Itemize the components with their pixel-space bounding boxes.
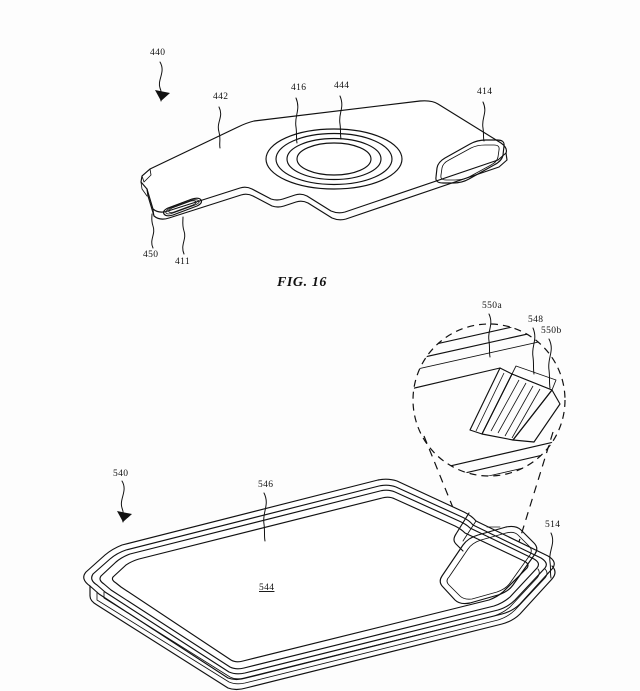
detail-callout-leader-left [423,435,467,541]
fig16-plate-top-face [140,100,508,214]
fig16-coil-ring-core [296,142,372,176]
detail-leader-550b [548,338,552,389]
detail-gap-left-wall [469,367,513,435]
fig17-rim-outer-top [83,478,555,681]
fig17-rim-bottom-edge1 [89,565,556,691]
fig16-plate-inner-lip [152,208,155,217]
fig17-recess-rim-connector2 [462,520,477,542]
fig16-plate-edge-right [146,152,508,221]
fig17-rim-bottom-edge3 [103,568,540,680]
detail-upper-slab-edge1 [413,324,565,353]
fig16-button-slot-inner [168,200,197,213]
fig17-rim-inner-line2 [99,489,540,670]
ref-414: 414 [477,87,492,97]
detail-rib-4 [511,388,541,439]
ref-416: 416 [291,83,306,93]
ref-550a: 550a [482,301,502,311]
detail-callout-circle [412,323,566,477]
fig16-leader-411 [182,216,186,255]
fig16-coil-ring-middle [275,132,393,186]
fig16-camera-opening-outer [435,139,505,184]
detail-rib-2 [497,382,527,434]
ref-546: 546 [258,480,273,490]
ref-442: 442 [213,92,228,102]
fig17-rim-bottom-edge2 [96,568,548,685]
figure-16-group: 440 442 416 444 414 450 411 FIG. 16 [140,48,508,290]
fig16-button-slot-mid [165,199,200,215]
fig16-camera-opening-inner [440,144,500,181]
ref-540: 540 [113,469,128,479]
fig17-camera-recess-inner [446,531,532,600]
ref-440: 440 [150,48,165,58]
fig17-recess-rim-connector [453,512,470,552]
fig16-left-notch [141,168,152,183]
fig16-leader-414 [482,101,486,142]
detail-lower-slab-edge3 [413,441,565,476]
detail-upper-slab-edge3 [413,324,565,373]
detail-contact-tip [512,389,561,443]
fig17-cavity-floor [111,496,529,663]
fig16-button-slot-outer [162,197,203,217]
ref-411: 411 [175,257,190,267]
detail-upper-slab-edge2 [413,324,565,363]
fig17-leader-514 [549,532,554,579]
fig16-leader-450 [151,213,155,249]
ref-550b: 550b [541,326,562,336]
fig16-coil-ring-inner [286,137,382,181]
detail-lower-slab-edge2 [413,433,565,476]
ref-450: 450 [143,250,158,260]
detail-callout-leader-right [517,431,554,546]
fig16-leader-442 [217,106,222,149]
fig17-arrowhead-540 [117,511,132,522]
fig16-coil-ring-outer [265,128,403,190]
ref-548: 548 [528,315,543,325]
fig17-camera-recess-outer [439,525,538,605]
figure-16-caption: FIG. 16 [276,275,327,290]
fig16-leader-444 [339,95,343,140]
detail-leader-550a [488,313,492,358]
ref-444: 444 [334,81,349,91]
detail-rib-1 [490,379,520,432]
detail-rib-left-1 [475,372,505,432]
fig17-leader-546 [263,492,267,542]
detail-leader-548 [532,327,536,375]
detail-gap-top-face [511,365,557,391]
figure-17-group: 550a 548 550b [83,301,566,691]
detail-upper-slab-edge6 [559,351,565,369]
detail-upper-slab-edge4 [413,367,501,391]
detail-upper-slab-edge5 [551,339,565,358]
ref-514: 514 [545,520,560,530]
fig17-rim-inner-line1 [91,484,547,675]
fig16-plate-edge-left-short [140,181,148,197]
detail-magnified-content [413,324,565,476]
fig16-leader-416 [295,97,299,144]
detail-rib-3 [504,385,534,437]
ref-544: 544 [259,583,274,593]
fig16-arrowhead-440 [155,90,170,101]
